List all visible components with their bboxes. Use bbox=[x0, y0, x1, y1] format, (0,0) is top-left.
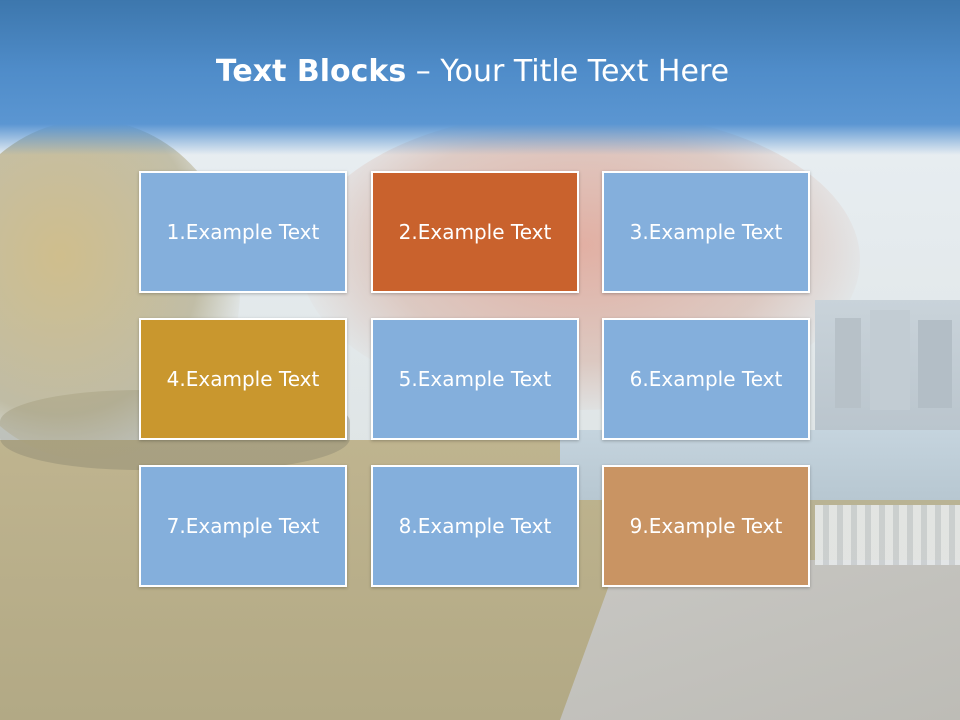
text-block-8[interactable]: 8.Example Text bbox=[371, 465, 579, 587]
background-building bbox=[918, 320, 952, 408]
slide-title[interactable]: Text Blocks – Your Title Text Here bbox=[0, 54, 945, 89]
title-bold-text: Text Blocks bbox=[215, 54, 407, 89]
title-separator: – bbox=[406, 54, 441, 89]
title-rest-text: Your Title Text Here bbox=[440, 54, 730, 89]
text-block-7[interactable]: 7.Example Text bbox=[139, 465, 347, 587]
text-block-4[interactable]: 4.Example Text bbox=[139, 318, 347, 440]
background-building bbox=[870, 310, 910, 410]
text-block-9[interactable]: 9.Example Text bbox=[602, 465, 810, 587]
background-building bbox=[835, 318, 861, 408]
text-block-2[interactable]: 2.Example Text bbox=[371, 171, 579, 293]
background-railing bbox=[815, 505, 960, 565]
text-block-1[interactable]: 1.Example Text bbox=[139, 171, 347, 293]
text-block-3[interactable]: 3.Example Text bbox=[602, 171, 810, 293]
title-bar bbox=[0, 0, 960, 155]
text-block-5[interactable]: 5.Example Text bbox=[371, 318, 579, 440]
background-city bbox=[815, 300, 960, 440]
text-block-6[interactable]: 6.Example Text bbox=[602, 318, 810, 440]
